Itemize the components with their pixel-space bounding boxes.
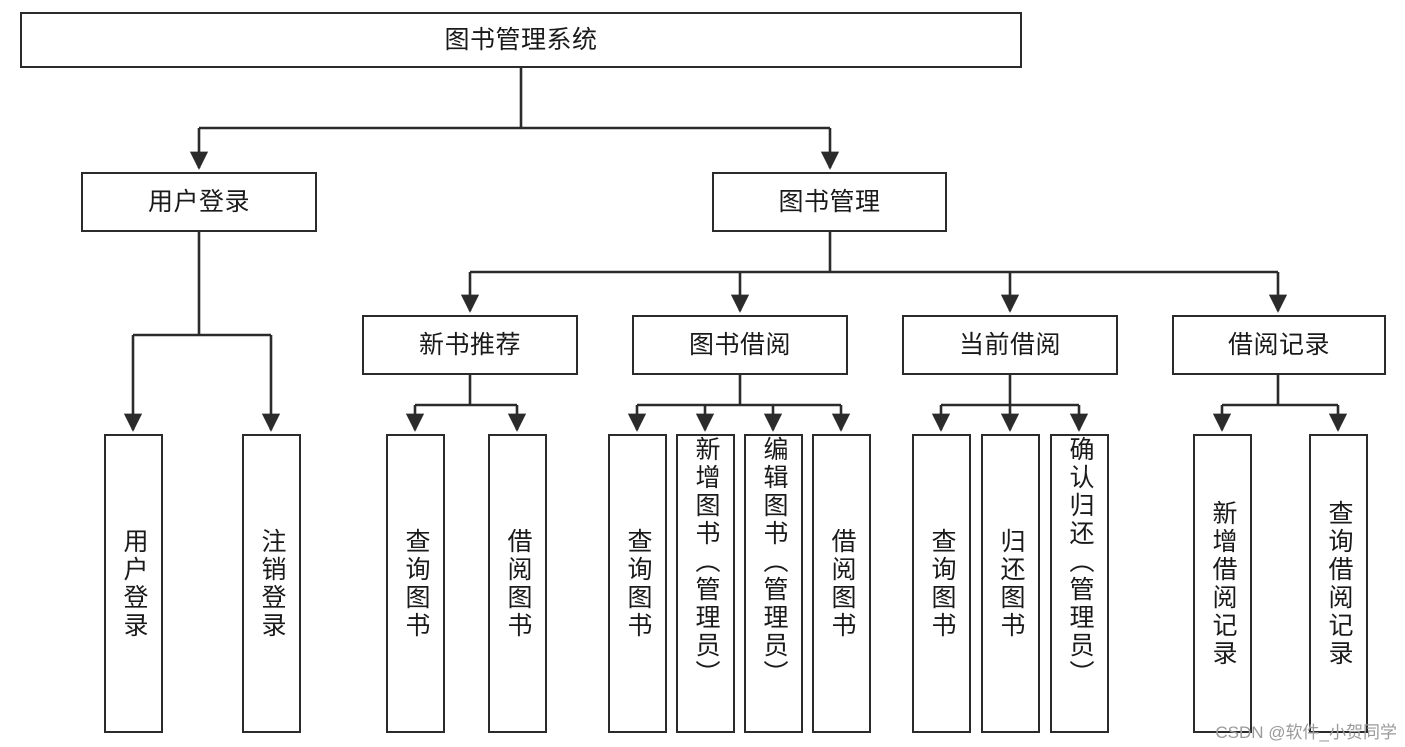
- node-label: 新书推荐: [418, 330, 521, 359]
- node-label: 当前借阅: [958, 330, 1061, 359]
- leaf-borrow-book-new[interactable]: 借阅图书: [488, 434, 547, 733]
- node-label: 借阅图书: [828, 527, 856, 640]
- node-label: 查询图书: [402, 527, 430, 640]
- node-label: 归还图书: [997, 527, 1025, 640]
- watermark-text: CSDN @软件_小贺同学: [1215, 723, 1397, 742]
- node-label: 注销登录: [258, 527, 286, 640]
- node-root-system[interactable]: 图书管理系统: [20, 12, 1022, 68]
- node-label: 用户登录: [120, 527, 148, 640]
- node-label: 借阅记录: [1227, 330, 1330, 359]
- leaf-query-book-borrow[interactable]: 查询图书: [608, 434, 667, 733]
- node-label: 借阅图书: [504, 527, 532, 640]
- leaf-add-borrow-record[interactable]: 新增借阅记录: [1193, 434, 1252, 733]
- node-new-book-recommend[interactable]: 新书推荐: [362, 315, 578, 375]
- leaf-query-borrow-record[interactable]: 查询借阅记录: [1309, 434, 1368, 733]
- node-label: 图书管理系统: [444, 25, 598, 54]
- leaf-logout[interactable]: 注销登录: [242, 434, 301, 733]
- leaf-query-book-new[interactable]: 查询图书: [386, 434, 445, 733]
- node-borrow-record[interactable]: 借阅记录: [1172, 315, 1386, 375]
- node-label: 新增图书（管理员）: [692, 436, 720, 688]
- node-book-borrow[interactable]: 图书借阅: [632, 315, 848, 375]
- node-label: 确认归还（管理员）: [1066, 436, 1094, 688]
- node-label: 用户登录: [147, 187, 250, 216]
- leaf-confirm-return-admin[interactable]: 确认归还（管理员）: [1050, 434, 1109, 733]
- node-current-borrow[interactable]: 当前借阅: [902, 315, 1118, 375]
- leaf-user-login[interactable]: 用户登录: [104, 434, 163, 733]
- node-user-login[interactable]: 用户登录: [81, 172, 317, 232]
- leaf-borrow-book-borrow[interactable]: 借阅图书: [812, 434, 871, 733]
- node-label: 图书管理: [778, 187, 881, 216]
- node-book-management[interactable]: 图书管理: [712, 172, 947, 232]
- node-label: 新增借阅记录: [1209, 499, 1237, 668]
- leaf-query-book-current[interactable]: 查询图书: [912, 434, 971, 733]
- leaf-return-book[interactable]: 归还图书: [981, 434, 1040, 733]
- node-label: 编辑图书（管理员）: [760, 436, 788, 688]
- leaf-edit-book-admin[interactable]: 编辑图书（管理员）: [744, 434, 803, 733]
- leaf-add-book-admin[interactable]: 新增图书（管理员）: [676, 434, 735, 733]
- node-label: 查询借阅记录: [1325, 499, 1353, 668]
- node-label: 图书借阅: [688, 330, 791, 359]
- node-label: 查询图书: [928, 527, 956, 640]
- node-label: 查询图书: [624, 527, 652, 640]
